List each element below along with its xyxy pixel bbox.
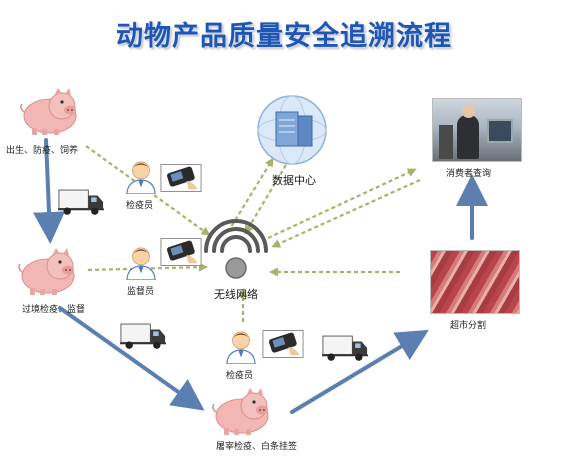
wireless-network-icon xyxy=(204,219,268,279)
supervisor-icon xyxy=(126,247,156,280)
data-center-icon xyxy=(257,95,327,165)
inspector-bottom-icon xyxy=(226,331,256,364)
truck-3 xyxy=(322,335,368,362)
label-supervisor: 监督员 xyxy=(127,287,155,297)
label-inspector-bottom: 检疫员 xyxy=(226,371,254,381)
inspector-top-icon xyxy=(126,161,156,194)
label-slaughter: 屠宰检疫、白条挂签 xyxy=(216,442,298,452)
arrow-slaughter-to-supermarket xyxy=(290,329,429,414)
supermarket-photo xyxy=(430,250,520,314)
pig-birth xyxy=(20,87,77,136)
flow-arrows xyxy=(33,138,488,414)
arrow-transit-to-slaughter xyxy=(58,306,205,411)
pig-slaughter xyxy=(212,387,269,436)
truck-1 xyxy=(58,189,104,216)
arrow-wireless-to-consumer-a xyxy=(267,168,417,239)
label-birth: 出生、防疫、饲养 xyxy=(6,146,79,156)
arrow-consumer-to-wireless xyxy=(271,178,421,248)
label-data-center: 数据中心 xyxy=(272,174,316,187)
arrow-datacenter-to-wireless xyxy=(244,164,287,235)
page-title: 动物产品质量安全追溯流程 xyxy=(116,21,452,52)
truck-2 xyxy=(120,323,166,350)
label-transit: 过境检疫、监督 xyxy=(22,305,86,315)
handheld-device-mid-icon xyxy=(160,238,202,266)
consumer-photo xyxy=(432,98,522,162)
handheld-device-bottom-icon xyxy=(262,330,304,358)
label-supermarket: 超市分割 xyxy=(450,321,487,331)
handheld-device-top-icon xyxy=(160,164,202,192)
label-inspector-top: 检疫员 xyxy=(126,201,154,211)
arrow-birth-to-transit xyxy=(33,138,65,244)
label-wireless: 无线网络 xyxy=(214,288,258,301)
label-consumer: 消费者查询 xyxy=(446,169,492,179)
pig-transit xyxy=(18,247,75,296)
